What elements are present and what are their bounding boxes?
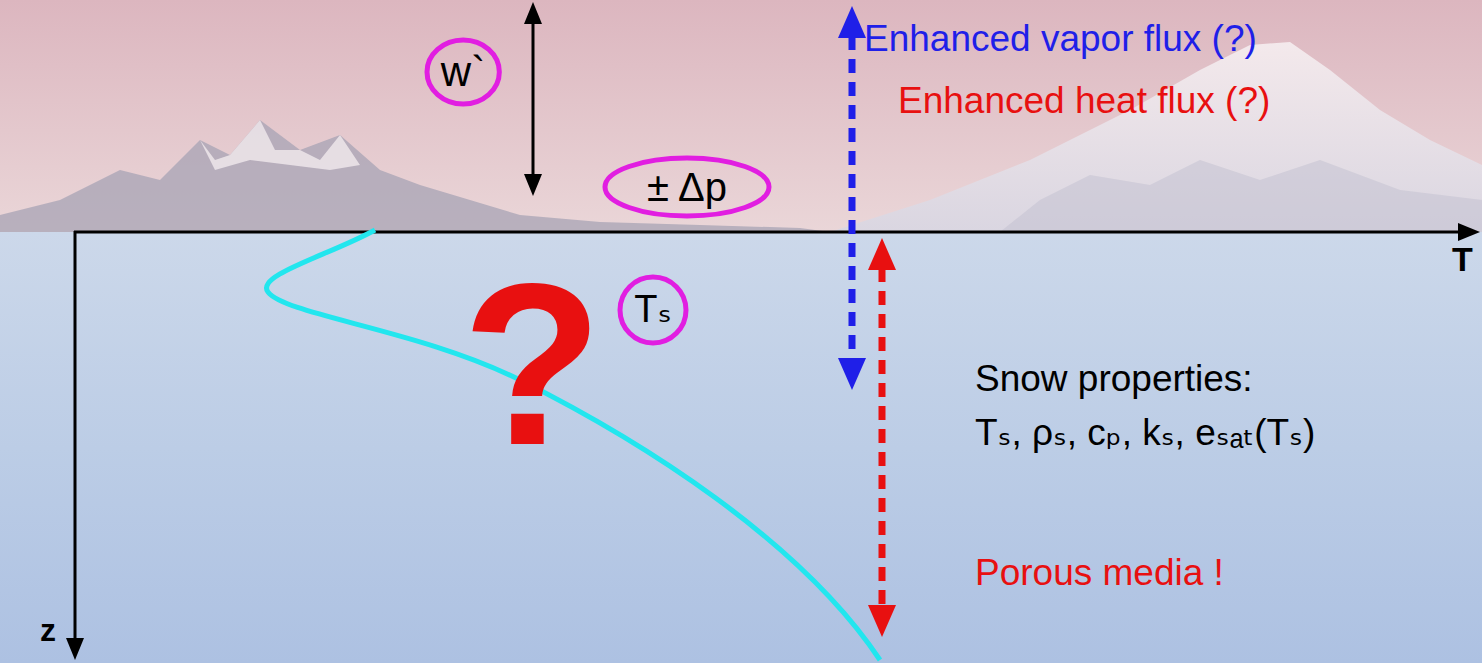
- property-heading: Snow properties:: [975, 358, 1253, 401]
- arrowhead: [524, 2, 542, 24]
- vertical-wind-arrow: [532, 20, 535, 178]
- arrowhead: [838, 6, 866, 38]
- variable-label: ± Δp: [647, 165, 727, 209]
- axis-label: T: [1452, 240, 1473, 279]
- circled-variable: Tₛ: [617, 274, 689, 346]
- arrowhead: [868, 605, 896, 637]
- arrowhead: [838, 358, 866, 390]
- porous-media-note: Porous media !: [975, 552, 1224, 595]
- flux-label: Enhanced heat flux (?): [898, 80, 1270, 123]
- circled-variable: w`: [424, 37, 502, 107]
- heat-flux-arrow: [879, 268, 886, 608]
- question-mark: ?: [462, 250, 603, 480]
- vapor-flux-arrow: [849, 36, 856, 362]
- variable-label: Tₛ: [634, 289, 671, 331]
- flux-label: Enhanced vapor flux (?): [864, 18, 1257, 61]
- axis-arrowhead: [66, 638, 84, 660]
- axis-arrowhead: [1458, 223, 1480, 241]
- property-list: Tₛ, ρₛ, cₚ, kₛ, eₛₐₜ(Tₛ): [975, 412, 1315, 455]
- circled-variable: ± Δp: [602, 155, 772, 219]
- temperature-profile-curve: [267, 230, 880, 660]
- axis-label: z: [40, 612, 56, 649]
- variable-label: w`: [441, 49, 485, 95]
- arrowhead: [524, 174, 542, 196]
- arrowhead: [868, 238, 896, 270]
- temperature-axis: [74, 231, 1462, 234]
- depth-axis: [74, 231, 77, 640]
